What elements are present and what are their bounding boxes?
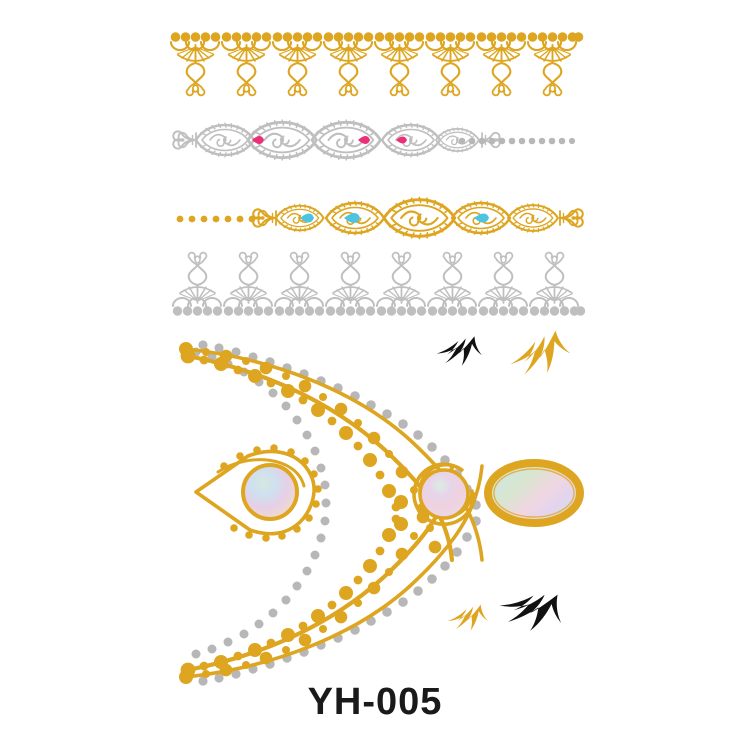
circle-spiral-gem	[412, 462, 476, 526]
product-code-label: YH-005	[307, 681, 443, 723]
gray-dotted-arc-bottom	[198, 516, 481, 686]
gold-scallop-lace-band	[169, 31, 584, 97]
gold-paisley-band	[252, 196, 584, 240]
silver-band-trailing-dots	[458, 137, 576, 145]
swallow-black-top	[435, 331, 485, 369]
pink-accent-gems	[252, 136, 407, 144]
beaded-chain-inner	[179, 342, 484, 562]
oval-bezel-gem	[484, 459, 584, 527]
silver-crown-lace-band	[172, 251, 586, 317]
gold-band-leading-dots	[176, 215, 256, 223]
swallow-gold-bottom	[447, 601, 490, 633]
teardrop-eye-gem	[194, 444, 322, 542]
cyan-accent-gems	[300, 213, 489, 223]
swallow-gold-top	[508, 329, 572, 376]
silver-paisley-band	[172, 118, 501, 162]
swallow-black-bottom	[494, 575, 571, 641]
